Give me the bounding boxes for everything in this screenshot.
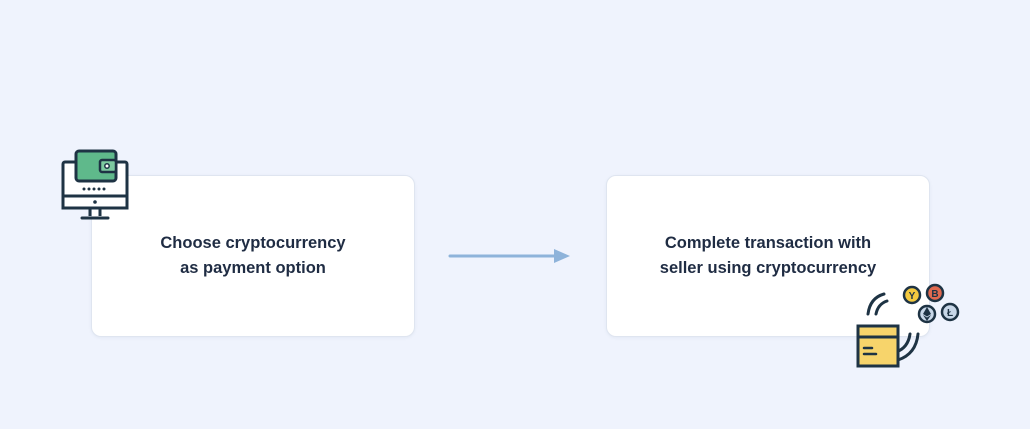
step-1-line-2: as payment option — [180, 259, 326, 277]
coin-l-label: Ł — [947, 308, 953, 319]
coin-y-label: Y — [909, 291, 916, 302]
package-crypto-coins-icon: Y B Ł — [856, 283, 960, 368]
step-1-line-1: Choose cryptocurrency — [160, 234, 346, 252]
step-1-text: Choose cryptocurrency as payment option — [160, 231, 345, 281]
step-2-line-2: seller using cryptocurrency — [659, 259, 877, 277]
step-2-text: Complete transaction with seller using c… — [660, 231, 876, 281]
coin-b-label: B — [931, 289, 938, 300]
wallet-monitor-icon — [61, 149, 129, 220]
right-arrow-icon — [448, 249, 570, 263]
step-card-complete-transaction: Complete transaction with seller using c… — [606, 175, 930, 337]
step-card-choose-crypto: Choose cryptocurrency as payment option — [91, 175, 415, 337]
step-2-line-1: Complete transaction with — [664, 234, 872, 252]
